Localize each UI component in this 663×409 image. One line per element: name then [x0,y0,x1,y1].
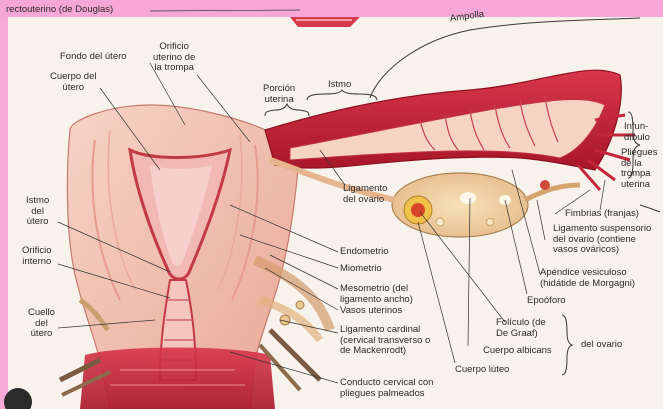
top-peritoneum-strip [290,17,360,27]
label-fimbrias: Fimbrias (franjas) [565,209,639,220]
label-cuerpo-albicans: Cuerpo albicans [483,346,552,357]
uterus-body [67,105,300,409]
label-istmo-utero: Istmo del útero [26,196,49,228]
label-infundibulo: Infun- díbulo [624,122,650,143]
uterine-tube [265,70,635,190]
label-mesometrio: Mesometrio (del ligamento ancho) [340,284,413,305]
label-fondo: Fondo del útero [60,52,127,63]
ovary [392,173,580,237]
label-lig-ovario: Ligamento del ovario [343,184,387,205]
corner-logo-icon [4,388,32,409]
label-conducto: Conducto cervical con pliegues palmeados [340,378,433,399]
label-apendice: Apéndice vesiculoso (hidátide de Morgagn… [540,268,635,289]
label-cuerpo: Cuerpo del útero [50,72,96,93]
label-orificio-uterino: Orificio uterino de la trompa [153,42,195,74]
label-porcion: Porción uterina [263,84,295,105]
label-del-ovario: del ovario [581,340,622,351]
label-epooforo: Epoóforo [527,296,566,307]
label-lig-cardinal: Ligamento cardinal (cervical transverso … [340,325,430,357]
label-miometrio: Miometrio [340,264,382,275]
label-cuello: Cuello del útero [28,308,55,340]
label-vasos: Vasos uterinos [340,306,402,317]
label-endometrio: Endometrio [340,247,389,258]
label-top-partial: rectouterino (de Douglas) [6,5,113,16]
label-pliegues: Pliegues de la trompa uterina [621,148,657,190]
label-lig-suspensorio: Ligamento suspensorio del ovario (contie… [553,224,651,256]
label-foliculo: Folículo (de De Graaf) [496,318,546,339]
label-istmo-trompa: Istmo [328,80,351,91]
label-orificio-interno: Orificio interno [22,246,52,267]
label-cuerpo-luteo: Cuerpo lúteo [455,365,509,376]
